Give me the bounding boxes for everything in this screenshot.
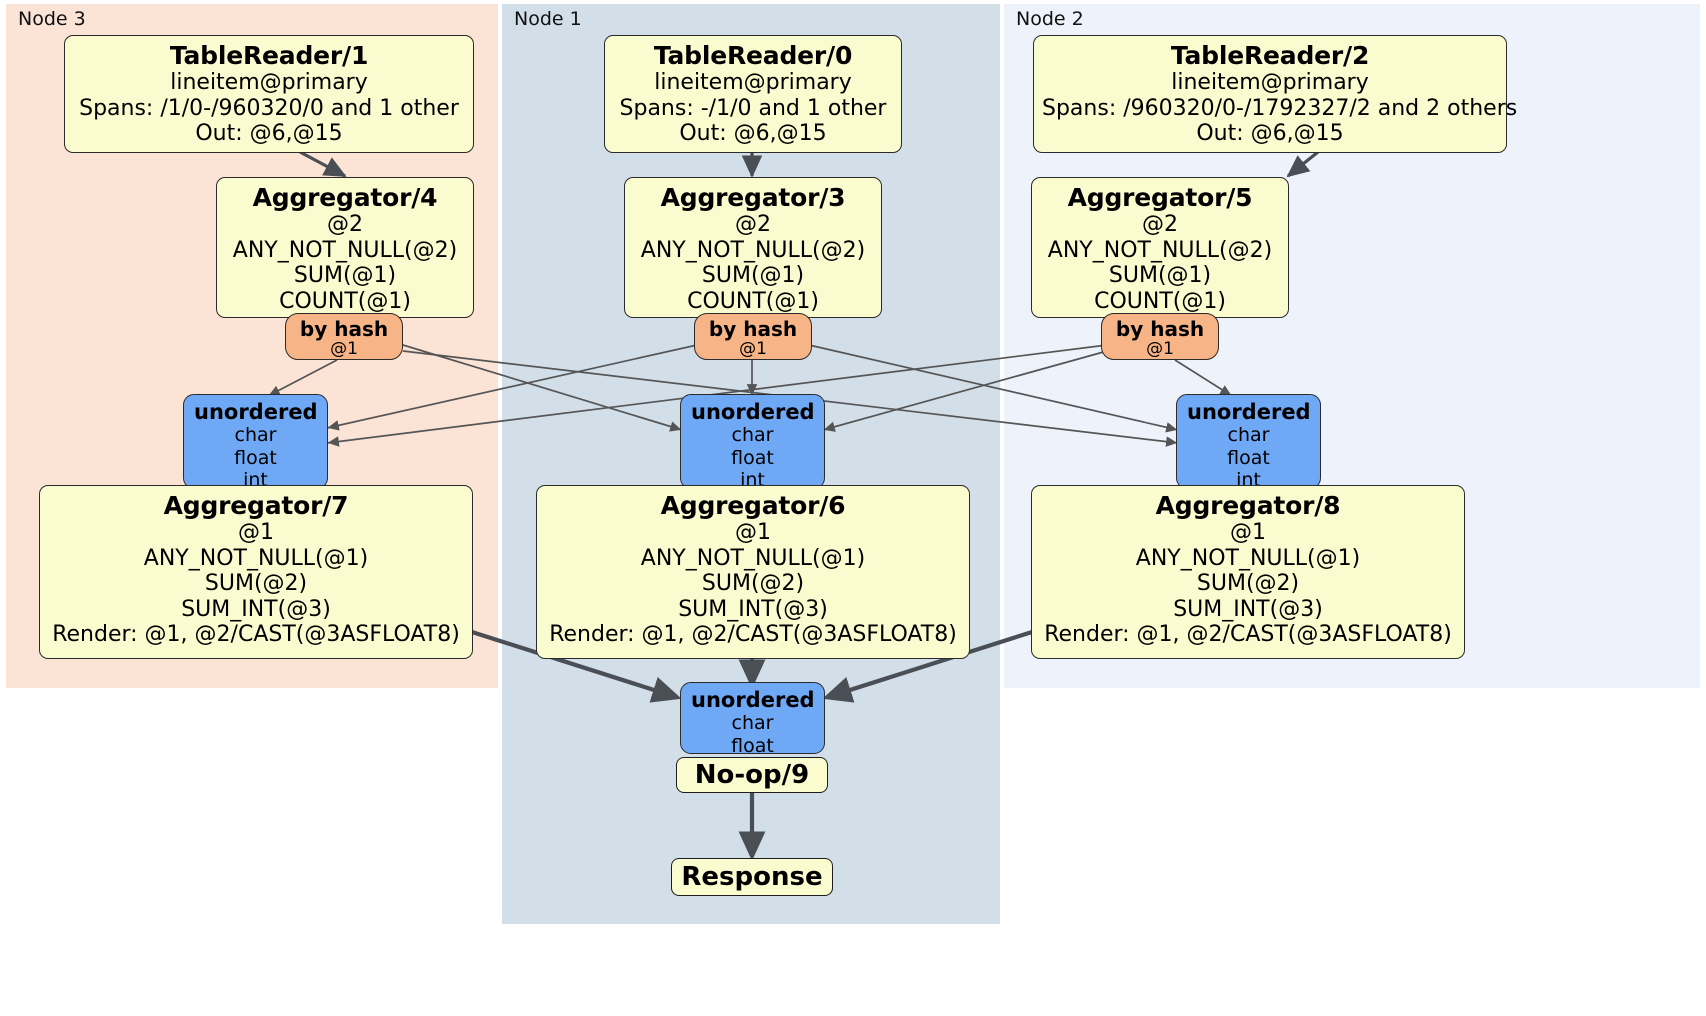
processor-render: Render: @1, @2/CAST(@3ASFLOAT8) [52, 622, 460, 648]
edge-tr2-agg5 [1286, 150, 1319, 178]
edge-hashleft-syncleft [267, 359, 338, 397]
processor-func-2: SUM(@2) [701, 571, 805, 597]
edge-hashmid-syncleft [326, 344, 698, 431]
processor-title: Aggregator/7 [163, 491, 349, 520]
synchronizer-title: unordered [1187, 400, 1311, 424]
processor-render: Render: @1, @2/CAST(@3ASFLOAT8) [549, 622, 957, 648]
synchronizer-unordered-final[interactable]: unordered char float [680, 682, 825, 757]
processor-title: TableReader/1 [169, 41, 369, 70]
processor-title: Aggregator/6 [660, 491, 846, 520]
processor-spans: Spans: /960320/0-/1792327/2 and 2 others [1042, 95, 1518, 121]
router-column: @1 [1146, 339, 1174, 359]
processor-aggregator-6[interactable]: Aggregator/6 @1 ANY_NOT_NULL(@1) SUM(@2)… [536, 485, 970, 659]
processor-table-reader-0[interactable]: TableReader/0 lineitem@primary Spans: -/… [604, 35, 902, 153]
processor-group-col: @2 [1142, 212, 1178, 237]
synchronizer-unordered-left[interactable]: unordered char float int [183, 394, 328, 491]
processor-table: lineitem@primary [170, 70, 368, 95]
processor-spans: Spans: /1/0-/960320/0 and 1 other [79, 95, 459, 121]
processor-func-3: SUM_INT(@3) [678, 596, 828, 622]
processor-func-2: SUM(@2) [204, 571, 308, 597]
processor-aggregator-3[interactable]: Aggregator/3 @2 ANY_NOT_NULL(@2) SUM(@1)… [624, 177, 882, 318]
router-column: @1 [330, 339, 358, 359]
processor-func-3: COUNT(@1) [279, 288, 411, 314]
processor-func-1: ANY_NOT_NULL(@2) [232, 237, 458, 263]
edge-hashright-syncmid [822, 350, 1108, 432]
synchronizer-unordered-right[interactable]: unordered char float int [1176, 394, 1321, 491]
router-by-hash-left[interactable]: by hash @1 [285, 313, 403, 360]
router-by-hash-right[interactable]: by hash @1 [1101, 313, 1219, 360]
processor-group-col: @1 [238, 520, 274, 545]
processor-func-2: SUM(@1) [293, 263, 397, 289]
processor-out: Out: @6,@15 [195, 121, 343, 147]
processor-aggregator-4[interactable]: Aggregator/4 @2 ANY_NOT_NULL(@2) SUM(@1)… [216, 177, 474, 318]
edge-hashright-syncright [1174, 359, 1233, 397]
edge-hashleft-syncmid [402, 344, 683, 432]
edge-agg7-syncfinal [471, 629, 682, 703]
synchronizer-type-2: float [731, 734, 774, 757]
processor-title: Aggregator/4 [252, 183, 438, 212]
synchronizer-type-1: char [234, 424, 277, 447]
processor-func-1: ANY_NOT_NULL(@1) [640, 545, 866, 571]
processor-func-1: ANY_NOT_NULL(@2) [640, 237, 866, 263]
processor-group-col: @2 [735, 212, 771, 237]
processor-func-2: SUM(@2) [1196, 571, 1300, 597]
router-title: by hash [708, 317, 798, 341]
processor-title: No-op/9 [694, 759, 810, 790]
processor-no-op-9[interactable]: No-op/9 [676, 757, 828, 793]
processor-title: Aggregator/5 [1067, 183, 1253, 212]
processor-func-1: ANY_NOT_NULL(@1) [1135, 545, 1361, 571]
processor-table: lineitem@primary [654, 70, 852, 95]
synchronizer-title: unordered [194, 400, 318, 424]
edge-tr1-agg4 [299, 150, 347, 178]
processor-group-col: @2 [327, 212, 363, 237]
processor-func-1: ANY_NOT_NULL(@1) [143, 545, 369, 571]
router-title: by hash [299, 317, 389, 341]
response-title: Response [681, 861, 823, 892]
processor-aggregator-7[interactable]: Aggregator/7 @1 ANY_NOT_NULL(@1) SUM(@2)… [39, 485, 473, 659]
synchronizer-type-2: float [731, 446, 774, 469]
processor-func-3: SUM_INT(@3) [181, 596, 331, 622]
synchronizer-type-2: float [234, 446, 277, 469]
processor-func-2: SUM(@1) [701, 263, 805, 289]
processor-title: Aggregator/8 [1155, 491, 1341, 520]
processor-func-3: COUNT(@1) [1094, 288, 1226, 314]
processor-table: lineitem@primary [1171, 70, 1369, 95]
router-title: by hash [1115, 317, 1205, 341]
node-panel-label-node3: Node 3 [18, 8, 86, 30]
router-column: @1 [739, 339, 767, 359]
processor-out: Out: @6,@15 [679, 121, 827, 147]
processor-title: TableReader/0 [653, 41, 853, 70]
processor-func-3: COUNT(@1) [687, 288, 819, 314]
processor-group-col: @1 [735, 520, 771, 545]
synchronizer-title: unordered [691, 688, 815, 712]
processor-func-3: SUM_INT(@3) [1173, 596, 1323, 622]
processor-title: Aggregator/3 [660, 183, 846, 212]
router-by-hash-mid[interactable]: by hash @1 [694, 313, 812, 360]
processor-title: TableReader/2 [1170, 41, 1370, 70]
synchronizer-type-1: char [1227, 424, 1270, 447]
edge-agg8-syncfinal [822, 629, 1033, 703]
node-panel-label-node2: Node 2 [1016, 8, 1084, 30]
processor-out: Out: @6,@15 [1196, 121, 1344, 147]
processor-table-reader-2[interactable]: TableReader/2 lineitem@primary Spans: /9… [1033, 35, 1518, 153]
processor-aggregator-8[interactable]: Aggregator/8 @1 ANY_NOT_NULL(@1) SUM(@2)… [1031, 485, 1465, 659]
synchronizer-unordered-mid[interactable]: unordered char float int [680, 394, 825, 491]
processor-render: Render: @1, @2/CAST(@3ASFLOAT8) [1044, 622, 1452, 648]
processor-table-reader-1[interactable]: TableReader/1 lineitem@primary Spans: /1… [64, 35, 474, 153]
node-panel-label-node1: Node 1 [514, 8, 582, 30]
synchronizer-title: unordered [691, 400, 815, 424]
synchronizer-type-1: char [731, 712, 774, 735]
synchronizer-type-1: char [731, 424, 774, 447]
edge-hashmid-syncright [808, 344, 1179, 433]
processor-func-2: SUM(@1) [1108, 263, 1212, 289]
response-node[interactable]: Response [671, 858, 833, 896]
processor-aggregator-5[interactable]: Aggregator/5 @2 ANY_NOT_NULL(@2) SUM(@1)… [1031, 177, 1289, 318]
processor-group-col: @1 [1230, 520, 1266, 545]
synchronizer-type-2: float [1227, 446, 1270, 469]
processor-func-1: ANY_NOT_NULL(@2) [1047, 237, 1273, 263]
processor-spans: Spans: -/1/0 and 1 other [619, 95, 887, 121]
